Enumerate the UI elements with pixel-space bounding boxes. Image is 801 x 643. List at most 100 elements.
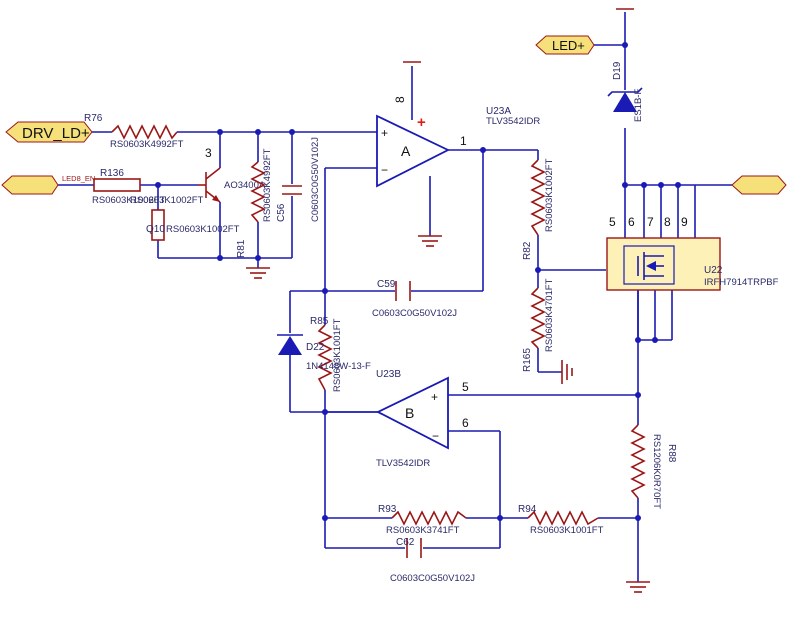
ground-r165 (561, 360, 573, 384)
opamp-triangle (376, 114, 451, 188)
resistor-zigzag (527, 510, 599, 526)
mosfet-inner (623, 245, 675, 285)
resistor-r165: R165 RS0603K4701FT (522, 278, 555, 372)
junction-dot (497, 515, 503, 521)
resistor-zigzag (111, 124, 178, 140)
u22-pin-8: 8 (664, 215, 671, 229)
capacitor-c62: C62 C0603C0G50V102J (390, 537, 475, 584)
resistor-zigzag (530, 159, 546, 236)
led-en-label: LED8_EN (62, 174, 95, 183)
resistor-r88: R88 RS1206K0R70FT (630, 424, 677, 509)
u23a-letter: A (401, 143, 411, 159)
d19-value: ES1B-F (633, 89, 644, 122)
u23a-ref: U23A (486, 106, 511, 117)
junction-dot (322, 288, 328, 294)
r82-ref: R82 (522, 241, 533, 260)
junction-dot (622, 42, 628, 48)
d19-ref: D19 (612, 61, 623, 80)
resistor-body (151, 209, 165, 241)
ground-r81 (246, 267, 270, 279)
junction-dot (641, 182, 647, 188)
r94-ref: R94 (518, 504, 537, 515)
u22-pin-5: 5 (609, 215, 616, 229)
resistor-r82: R82 RS0603K1002FT (522, 158, 555, 260)
resistor-zigzag (530, 287, 546, 349)
led-plus-port (535, 35, 595, 55)
transistor: 3 AO3400A RS0603K1002FT (130, 146, 266, 206)
d22-ref: D22 (306, 342, 325, 353)
u23a-pin-1: 1 (460, 134, 467, 148)
c56-ref: C56 (276, 203, 287, 222)
resistor-zigzag (391, 510, 467, 526)
r165-ref: R165 (522, 348, 533, 372)
q-type: AO3400A (224, 180, 266, 191)
u23b-value: TLV3542IDR (376, 458, 430, 469)
resistor-r76: R76 RS0603K4992FT (84, 113, 184, 150)
diode-d19: D19 ES1B-F (607, 61, 644, 122)
resistor-zigzag (630, 424, 646, 499)
d22-value: 1N4148W-13-F (306, 361, 371, 372)
diode-triangle (613, 92, 637, 112)
u23a-plus: + (381, 126, 388, 140)
r85-value: RS0603K1001FT (332, 318, 343, 392)
opamp-u23b: + − B U23B TLV3542IDR 5 6 (375, 369, 469, 469)
c59-ref: C59 (377, 279, 396, 290)
capacitor-c56: C56 C0603C0G50V102J (276, 137, 321, 222)
u23b-pin-6: 6 (462, 416, 469, 430)
q10-value: RS0603K1002FT (166, 224, 240, 235)
u23b-pin-5: 5 (462, 380, 469, 394)
r165-value: RS0603K4701FT (544, 278, 555, 352)
junction-dot (635, 392, 641, 398)
u23a-value: TLV3542IDR (486, 116, 540, 127)
ground-r88 (626, 581, 650, 593)
junction-dot (635, 337, 641, 343)
resistor-r94: R94 RS0603K1001FT (518, 504, 604, 536)
r81-value: RS0603K4992FT (262, 148, 273, 222)
r136-value: RS0603K1002FT (92, 195, 166, 206)
transistor-arrow-icon (212, 195, 220, 202)
c59-value: C0603C0G50V102J (372, 308, 457, 319)
resistor-r85: R85 RS0603K1001FT (310, 316, 343, 392)
diode-triangle (278, 336, 302, 355)
drv-ld-port (5, 121, 93, 143)
resistor-q10: Q10 RS0603K1002FT (146, 209, 240, 241)
junction-dot (322, 409, 328, 415)
junction-dot (255, 129, 261, 135)
junction-dot (217, 255, 223, 261)
resistor-r81: R81 RS0603K4992FT (236, 148, 273, 258)
drv-ld-label: DRV_LD+ (22, 125, 90, 142)
u22-pin-9: 9 (681, 215, 688, 229)
junction-dot (635, 515, 641, 521)
diode-bar (607, 87, 643, 97)
u22-value: IRFH7914TRPBF (704, 277, 779, 288)
r136-ref: R136 (100, 168, 124, 179)
junction-dot (155, 182, 161, 188)
resistor-body (93, 178, 141, 192)
r88-ref: R88 (666, 444, 677, 463)
junction-dot (255, 255, 261, 261)
led-plus-label: LED+ (552, 38, 585, 53)
resistor-zigzag (317, 324, 333, 391)
u23b-plus: + (431, 390, 438, 404)
u22-ref: U22 (704, 265, 723, 276)
r85-ref: R85 (310, 316, 329, 327)
resistor-r136: R136 RS0603K1002FT (92, 168, 166, 206)
junction-dot (622, 182, 628, 188)
r88-value: RS1206K0R70FT (651, 434, 662, 509)
u22-pin-6: 6 (628, 215, 635, 229)
junction-dot (289, 129, 295, 135)
transistor-collector (205, 167, 221, 180)
led-en-port (1, 175, 59, 195)
r76-ref: R76 (84, 113, 103, 124)
junction-dot (652, 337, 658, 343)
junction-dot (675, 182, 681, 188)
q10-ref: Q10 (146, 224, 165, 235)
output-port (731, 175, 787, 195)
q-value-overlay: RS0603K1002FT (130, 195, 204, 206)
junction-dot (322, 515, 328, 521)
r81-ref: R81 (236, 239, 247, 258)
r82-value: RS0603K1002FT (544, 158, 555, 232)
q-pin-3: 3 (205, 146, 212, 160)
junction-dot (480, 147, 486, 153)
